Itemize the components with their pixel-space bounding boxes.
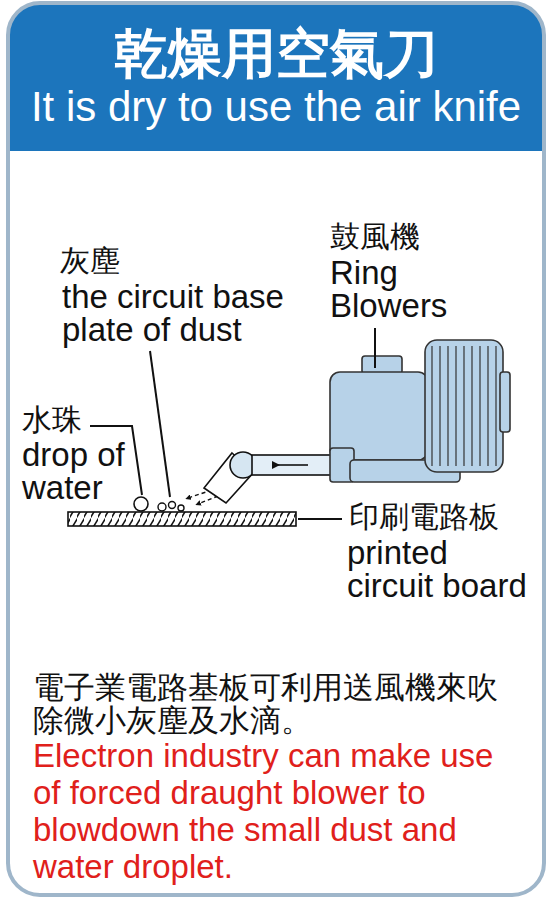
caption-chinese: 電子業電路基板可利用送風機來吹除微小灰塵及水滴。 [33, 672, 515, 737]
pcb-label-chinese: 印刷電路板 [349, 502, 499, 532]
card-border [8, 3, 544, 895]
drop-label-chinese: 水珠 [22, 405, 82, 435]
water-drop [134, 497, 148, 511]
blower-fin [471, 346, 472, 466]
ring-blower [330, 340, 510, 482]
dust-label-english: the circuit base plate of dust [62, 280, 322, 346]
dust-label-chinese: 灰塵 [60, 246, 120, 276]
blower-fin [439, 346, 440, 466]
dust-leader [150, 351, 170, 497]
air-knife-nozzle [204, 452, 256, 503]
dust-particles [158, 502, 184, 512]
pcb-board [68, 512, 296, 526]
card-ground [8, 3, 544, 895]
header-band-node: 乾燥用空氣刀It is dry to use the air knife [8, 3, 544, 151]
blower-fin [487, 346, 488, 466]
caption-english: Electron industry can make use of forced… [33, 738, 523, 886]
blower-fin [447, 346, 448, 466]
header-band [8, 3, 544, 151]
title-chinese: 乾燥用空氣刀 [114, 24, 438, 83]
blower-label-chinese: 鼓風機 [330, 222, 420, 252]
blower-leader [374, 328, 376, 368]
blower-fin [495, 346, 496, 466]
blower-fin [431, 346, 432, 466]
pcb-label-english: printed circuit board [347, 536, 535, 602]
pcb-leader [298, 518, 342, 520]
leader-lines [90, 328, 375, 519]
blower-fin [455, 346, 456, 466]
blower-fin [479, 346, 480, 466]
blower-label-english: Ring Blowers [330, 256, 465, 322]
blower-fin [463, 346, 464, 466]
title-english: It is dry to use the air knife [31, 84, 521, 130]
drop-label-english: drop of water [22, 438, 147, 504]
